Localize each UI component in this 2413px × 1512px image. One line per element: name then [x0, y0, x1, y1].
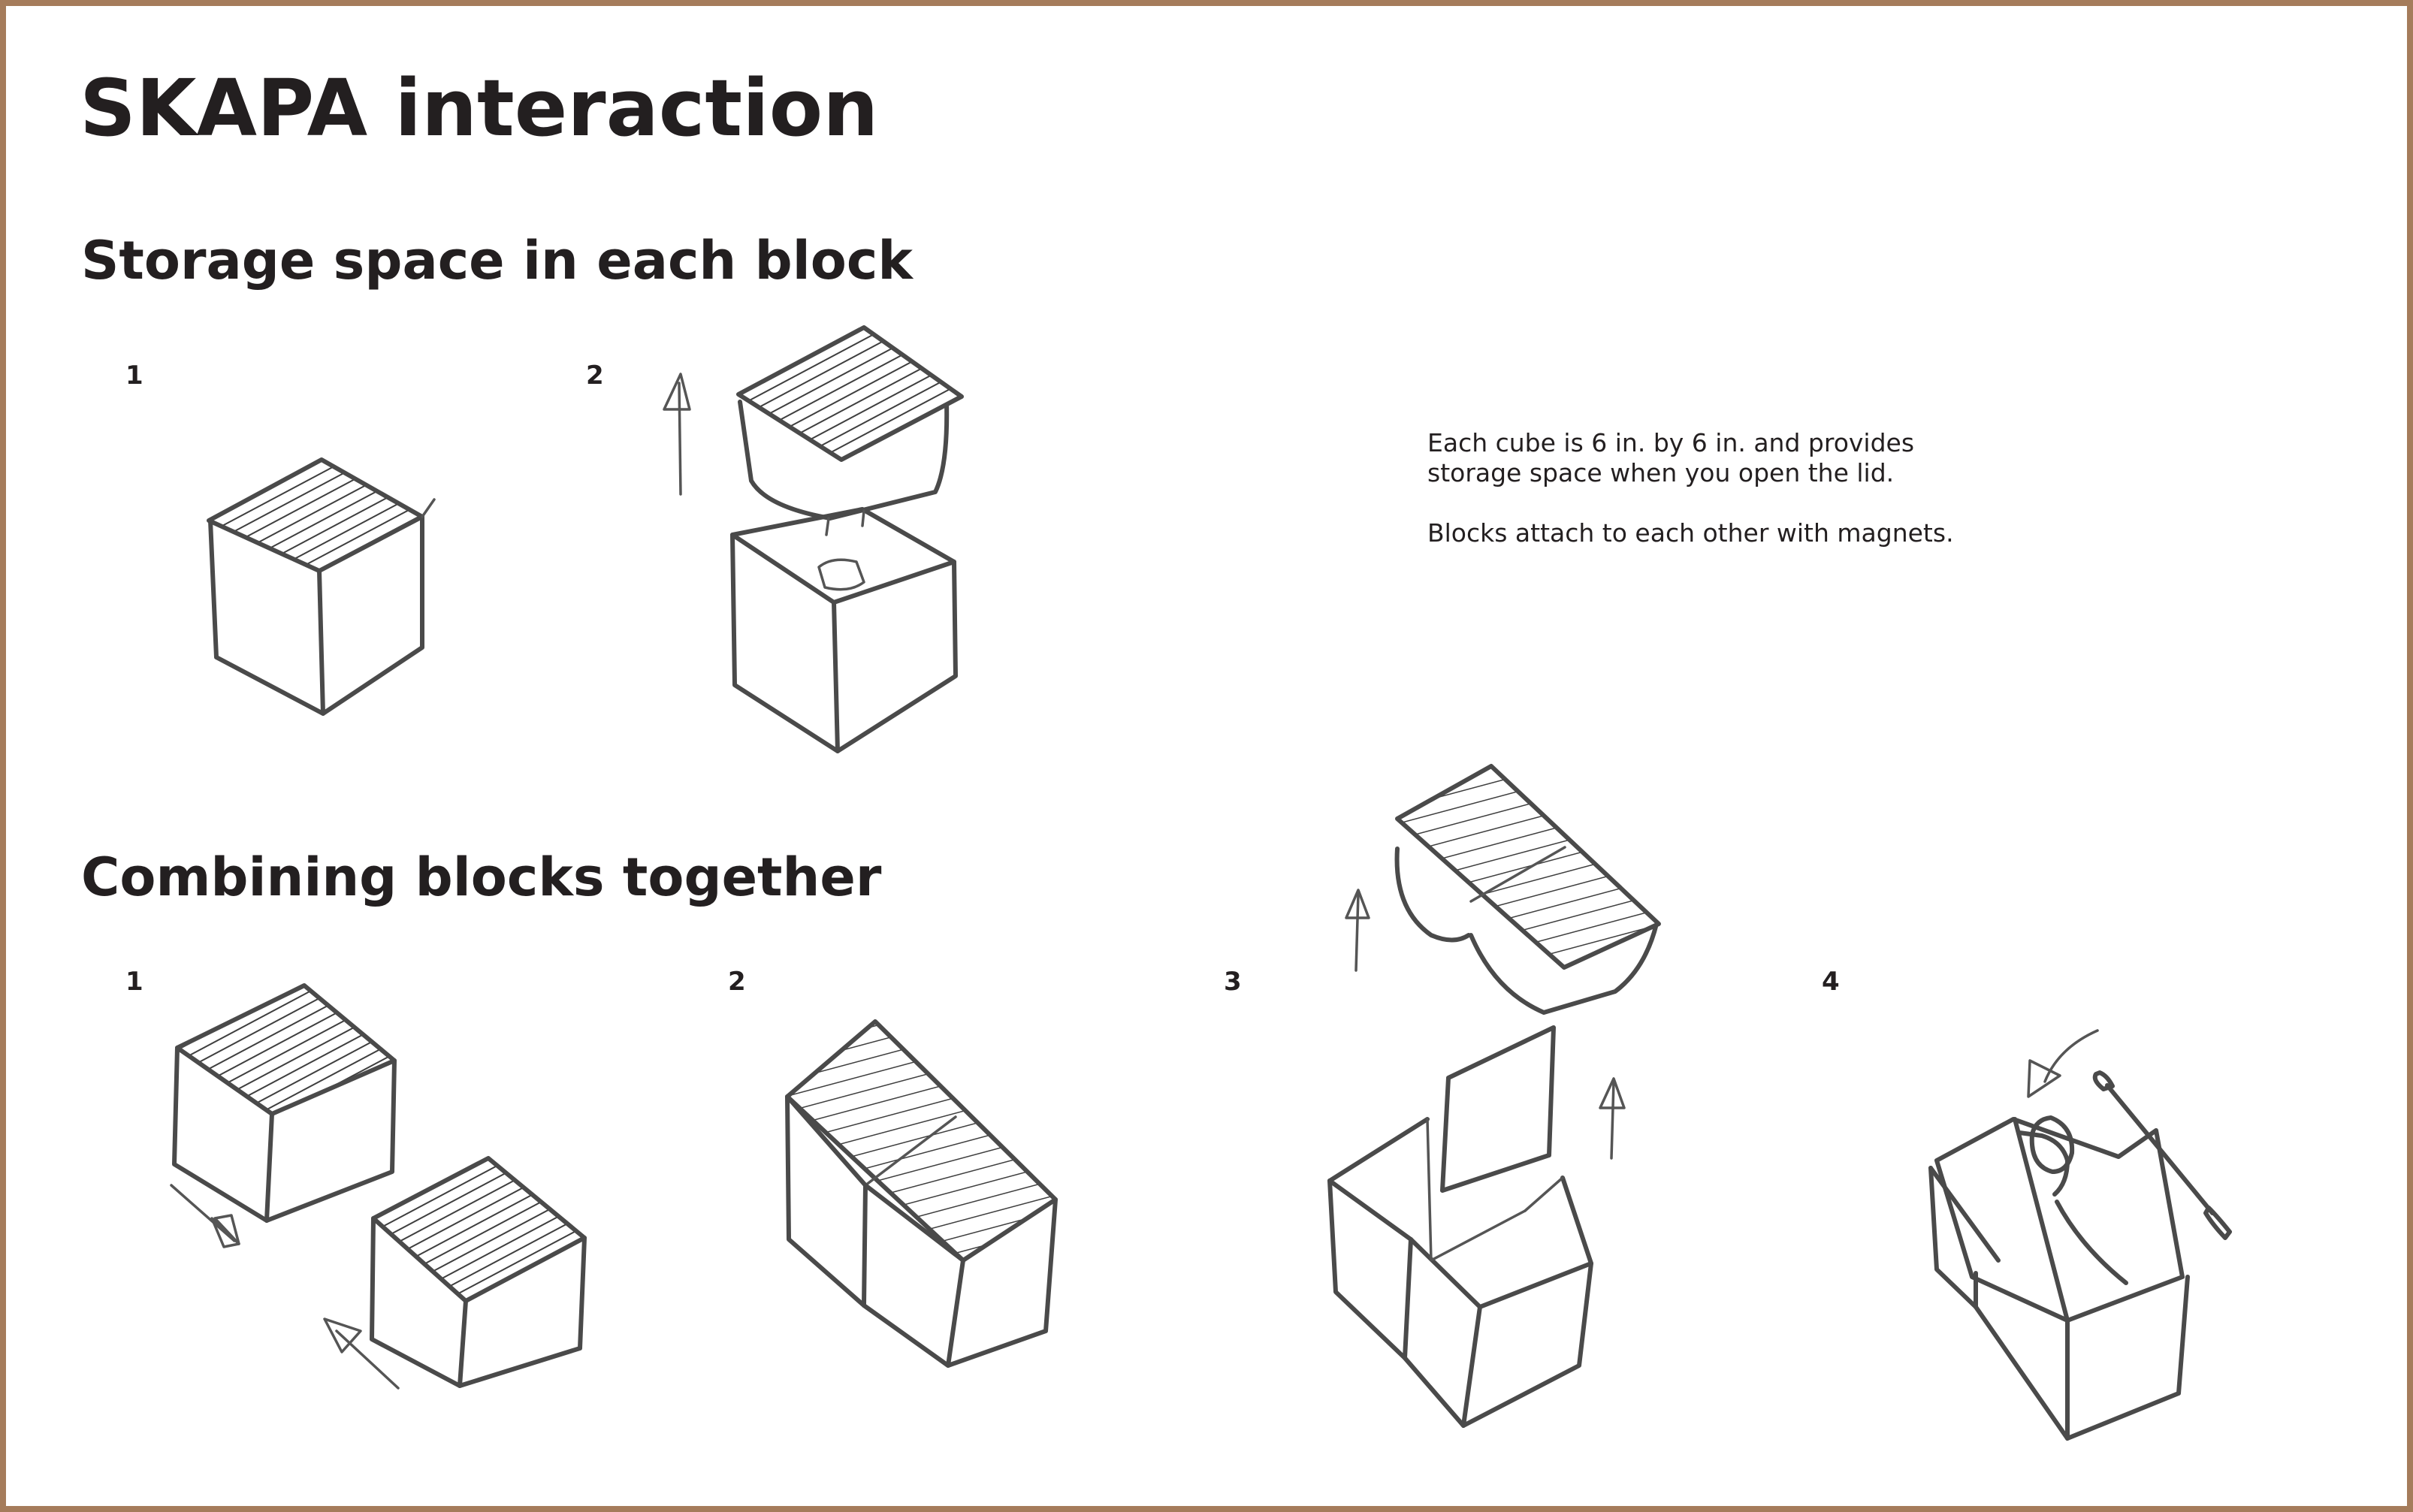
- utensils-in-block-sketch: [1931, 1031, 2230, 1438]
- combined-double-block-sketch: [787, 1022, 1055, 1366]
- two-separate-cubes-sketch: [171, 985, 584, 1388]
- double-block-open-sketch: [1330, 766, 1659, 1426]
- closed-cube-sketch: [209, 460, 434, 714]
- open-cube-lid-lifted-sketch: [664, 327, 962, 751]
